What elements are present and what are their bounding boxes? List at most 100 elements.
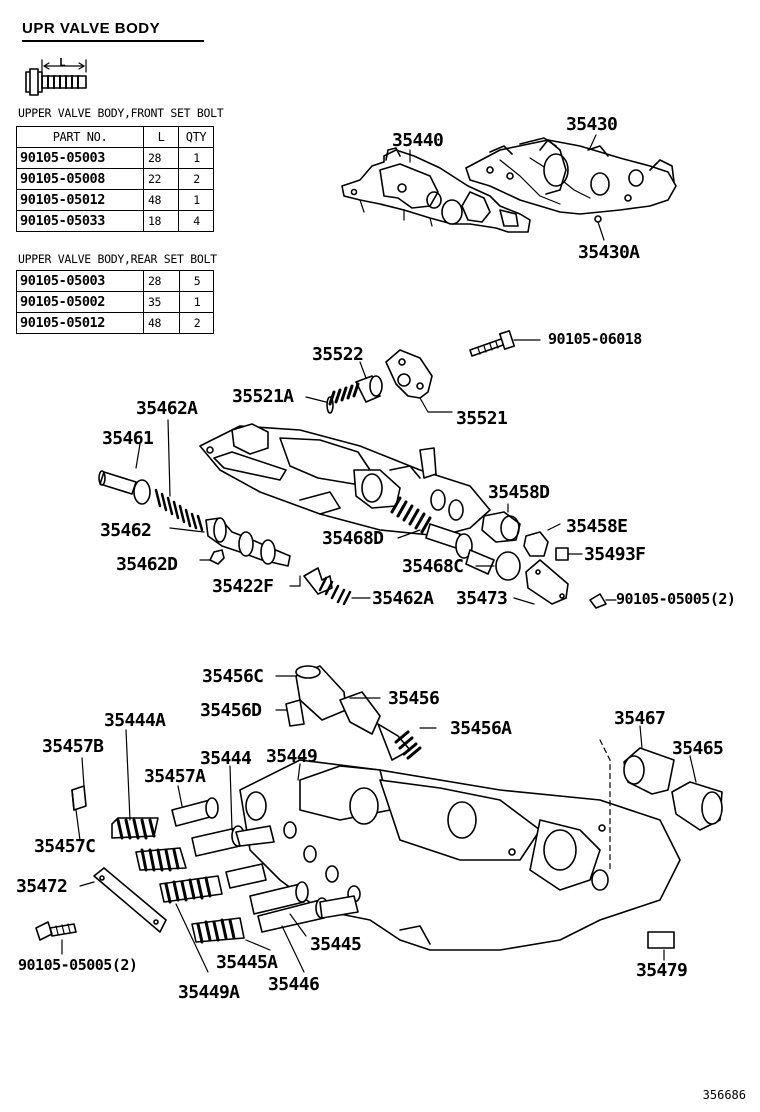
plug-35493F [555, 547, 569, 561]
part-label: 90105-05005(2) [18, 956, 138, 974]
part-label: 35468C [402, 556, 464, 577]
part-label: 35456D [200, 700, 262, 721]
part-label: 35457B [42, 736, 104, 757]
table-row: 90105-05008 22 2 [16, 168, 214, 190]
table-row: 90105-05003 28 5 [16, 270, 214, 292]
bolt-90105-05005-a [589, 593, 607, 609]
spring-35444A [111, 817, 159, 840]
part-label: 35493F [584, 544, 646, 565]
header-qty: QTY [178, 126, 214, 148]
part-label: 35446 [268, 974, 320, 995]
part-label: 35462A [136, 398, 198, 419]
plug-35458E [523, 531, 549, 557]
valve-35468C [425, 523, 521, 581]
part-label: 35445 [310, 934, 362, 955]
qty-cell: 1 [178, 147, 214, 169]
part-label: 35430 [566, 114, 618, 135]
length-cell: 48 [143, 189, 179, 211]
bolt-length-label: L [59, 56, 66, 69]
qty-cell: 2 [178, 168, 214, 190]
length-cell: 35 [143, 291, 180, 313]
sleeve-35458D [481, 511, 521, 543]
spring-35449A [159, 875, 223, 904]
part-label: 35468D [322, 528, 384, 549]
part-label: 35449A [178, 982, 240, 1003]
table-row: 90105-05033 18 4 [16, 210, 214, 232]
valve-body-cover-35440 [341, 147, 531, 233]
length-cell: 18 [143, 210, 179, 232]
part-no-cell: 90105-05008 [16, 168, 144, 190]
front-table-caption: UPPER VALVE BODY,FRONT SET BOLT [18, 106, 224, 120]
stopper-35422F [303, 567, 333, 595]
part-label: 35458E [566, 516, 628, 537]
part-label: 35422F [212, 576, 274, 597]
valve-35456C [295, 665, 347, 721]
length-cell: 22 [143, 168, 179, 190]
plunger-35444 [191, 825, 275, 857]
valve-35461 [98, 470, 151, 505]
bolt-90105-05005-b [35, 921, 77, 941]
part-label: 35444 [200, 748, 252, 769]
part-label: 35430A [578, 242, 640, 263]
part-label: 35449 [266, 746, 318, 767]
clip-35462D [209, 549, 225, 565]
page-title: UPR VALVE BODY [22, 20, 161, 37]
qty-cell: 1 [179, 291, 214, 313]
rear-table-caption: UPPER VALVE BODY,REAR SET BOLT [18, 252, 217, 266]
bolt-dimension-icon [25, 59, 87, 96]
leader-lines [61, 134, 697, 973]
part-label: 35462D [116, 554, 178, 575]
part-label: 35456C [202, 666, 264, 687]
part-label: 35521 [456, 408, 508, 429]
front-bolt-table: PART NO. L QTY 90105-05003 28 1 90105-05… [16, 126, 214, 232]
part-label: 35465 [672, 738, 724, 759]
part-label: 35444A [104, 710, 166, 731]
mid-valve-body [199, 423, 491, 537]
part-label: 35462 [100, 520, 152, 541]
part-label: 35457A [144, 766, 206, 787]
part-label: 35462A [372, 588, 434, 609]
rear-bolt-table: 90105-05003 28 5 90105-05002 35 1 90105-… [16, 270, 214, 334]
table-row: 90105-05003 28 1 [16, 147, 214, 169]
length-cell: 28 [143, 270, 180, 292]
table-row: 90105-05002 35 1 [16, 291, 214, 313]
part-label: 35522 [312, 344, 364, 365]
qty-cell: 1 [178, 189, 214, 211]
plate-35521 [385, 349, 433, 399]
qty-cell: 2 [179, 312, 214, 334]
spring-35462A-bottom [318, 576, 352, 606]
length-cell: 48 [143, 312, 180, 334]
qty-cell: 5 [179, 270, 214, 292]
valve-35462 [205, 517, 291, 567]
part-label: 90105-05005(2) [616, 590, 736, 608]
part-label: 35461 [102, 428, 154, 449]
part-label: 35479 [636, 960, 688, 981]
clip-35457C [71, 789, 75, 811]
pin-35456D [285, 699, 305, 727]
plug-35465 [671, 781, 723, 831]
part-label: 35473 [456, 588, 508, 609]
table-header-row: PART NO. L QTY [16, 126, 214, 148]
table-row: 90105-05012 48 1 [16, 189, 214, 211]
part-label: 35456 [388, 688, 440, 709]
part-label: 35457C [34, 836, 96, 857]
part-label: 35456A [450, 718, 512, 739]
header-part-no: PART NO. [16, 126, 144, 148]
part-no-cell: 90105-05033 [16, 210, 144, 232]
part-label: 35440 [392, 130, 444, 151]
part-no-cell: 90105-05012 [16, 312, 144, 334]
title-underline [22, 40, 204, 42]
cover-35473 [525, 559, 569, 605]
part-no-cell: 90105-05012 [16, 189, 144, 211]
header-l: L [143, 126, 179, 148]
part-label: 35467 [614, 708, 666, 729]
valve-body-plate-35430 [465, 137, 677, 223]
sleeve-35467 [623, 747, 675, 795]
part-label: 35445A [216, 952, 278, 973]
part-no-cell: 90105-05002 [16, 291, 144, 313]
part-label: 35458D [488, 482, 550, 503]
plunger-35522 [355, 375, 383, 403]
spring-35449 [135, 847, 187, 872]
